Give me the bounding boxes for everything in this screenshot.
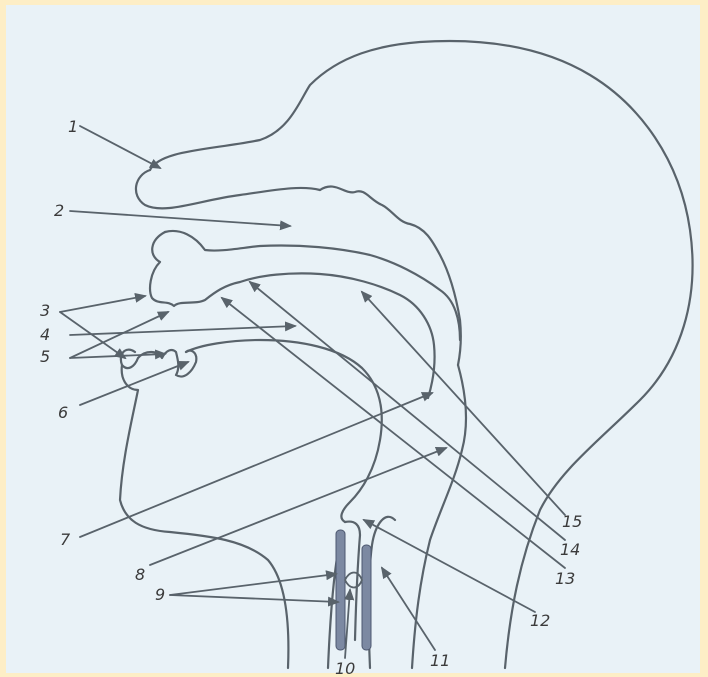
arrow-9a [170, 574, 336, 595]
arrow-14 [250, 282, 565, 540]
label-3: 3 [40, 301, 50, 320]
head-outline [150, 41, 693, 668]
pharynx-wall [412, 365, 466, 668]
arrow-8 [150, 448, 446, 565]
arrow-15 [362, 292, 565, 515]
label-10: 10 [335, 659, 355, 677]
label-7: 7 [60, 530, 71, 549]
nasal-floor [165, 231, 460, 340]
tongue-outline [186, 340, 382, 522]
arrow-5b [70, 354, 165, 358]
arrow-10 [345, 590, 350, 658]
label-12: 12 [530, 611, 550, 630]
vocal-cord-right [362, 545, 371, 650]
arrow-4 [70, 326, 295, 335]
arrow-1 [80, 126, 160, 168]
label-4: 4 [40, 325, 50, 344]
arrow-2 [70, 211, 290, 226]
arrow-11 [382, 568, 435, 650]
jaw-outline [120, 365, 288, 668]
label-5: 5 [40, 347, 50, 366]
nose-outline [136, 170, 320, 208]
glottis [345, 573, 362, 588]
arrow-6 [80, 362, 188, 405]
esophagus-front [369, 517, 395, 668]
arrow-9b [170, 595, 338, 602]
label-6: 6 [58, 403, 68, 422]
arrow-13 [222, 298, 565, 568]
label-2: 2 [54, 201, 64, 220]
label-1: 1 [68, 117, 78, 136]
label-9: 9 [155, 585, 165, 604]
label-8: 8 [135, 565, 145, 584]
upper-lip-palate [150, 232, 434, 398]
label-15: 15 [562, 512, 582, 531]
arrow-3a [60, 296, 145, 312]
label-11: 11 [430, 651, 450, 670]
vocal-cord-left [336, 530, 345, 650]
label-14: 14 [560, 540, 580, 559]
label-13: 13 [555, 569, 575, 588]
arrow-12 [364, 520, 535, 612]
